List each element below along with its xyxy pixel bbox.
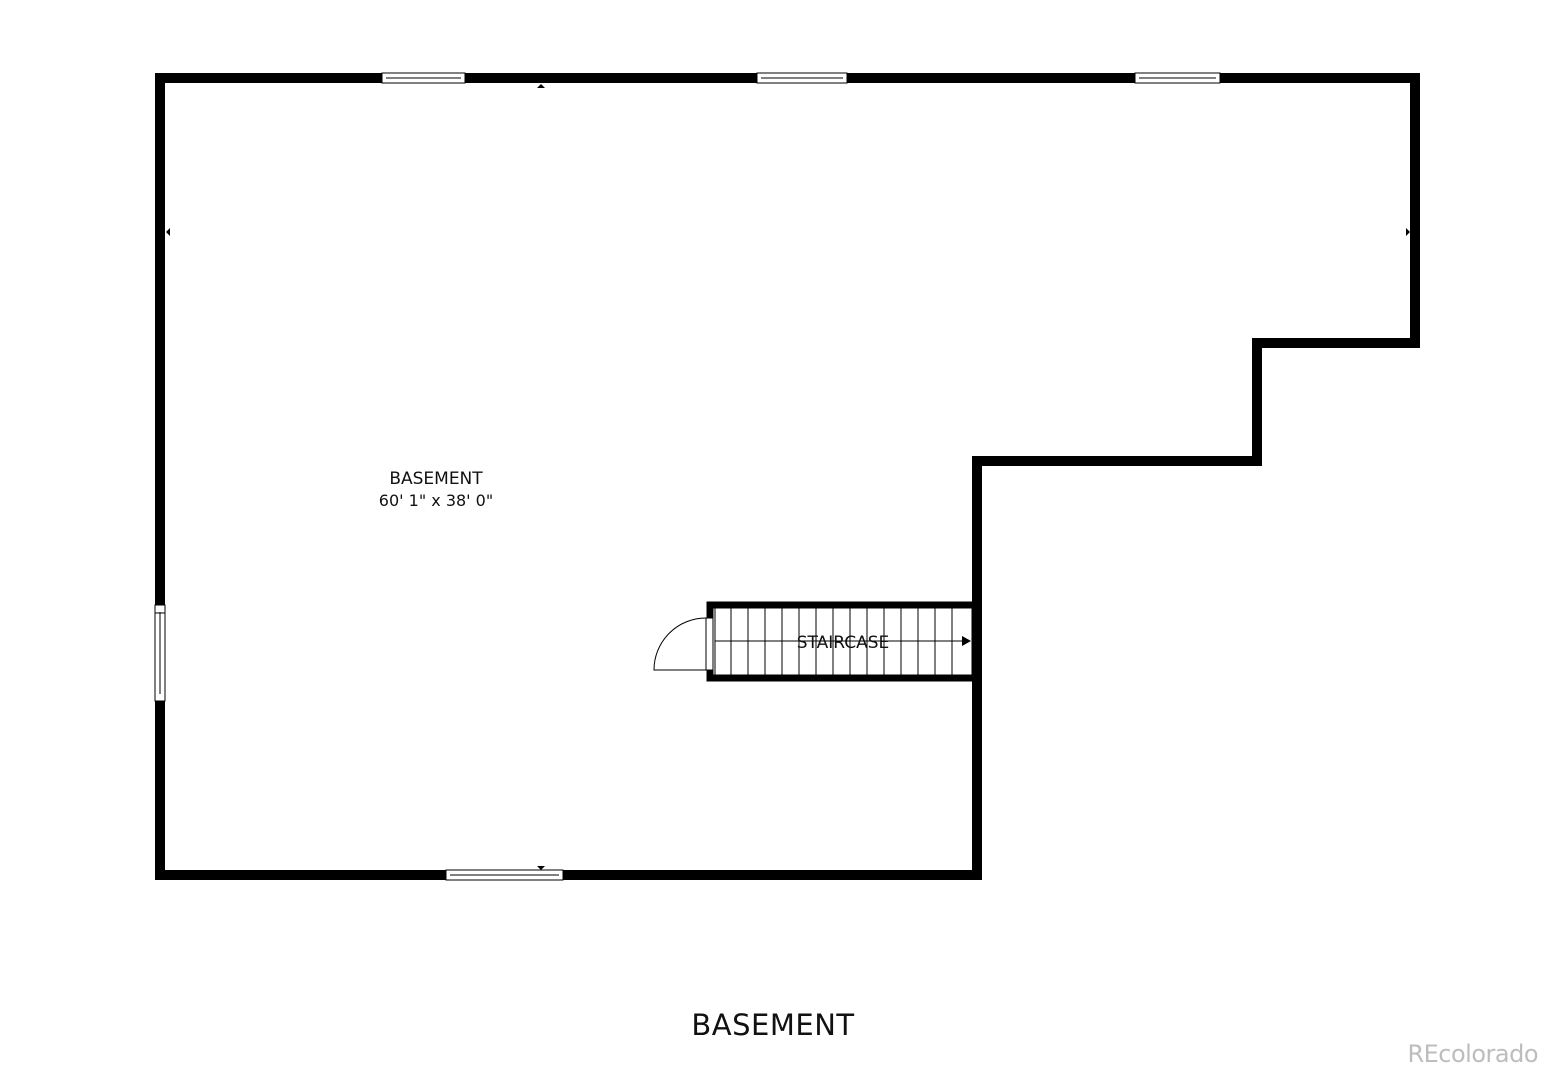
- exterior-wall: [155, 73, 1420, 880]
- window-top-1: [381, 72, 466, 84]
- window-bottom: [445, 869, 564, 881]
- window-top-2: [756, 72, 848, 84]
- door-swing-arc: [653, 617, 707, 671]
- window-top-3: [1134, 72, 1221, 84]
- room-label-basement: BASEMENT: [389, 469, 483, 489]
- room-dimensions-basement: 60' 1" x 38' 0": [379, 491, 493, 510]
- dimension-marker-right: [1406, 228, 1410, 236]
- dimension-marker-bottom: [537, 866, 545, 870]
- dimension-marker-top: [537, 84, 545, 88]
- dimension-marker-left: [166, 228, 170, 236]
- floor-title: BASEMENT: [691, 1008, 855, 1042]
- door: [653, 617, 714, 671]
- watermark: REcolorado: [1407, 1040, 1538, 1068]
- room-label-staircase: STAIRCASE: [797, 633, 890, 653]
- stair-direction-arrow: [962, 636, 971, 646]
- window-left: [154, 604, 166, 702]
